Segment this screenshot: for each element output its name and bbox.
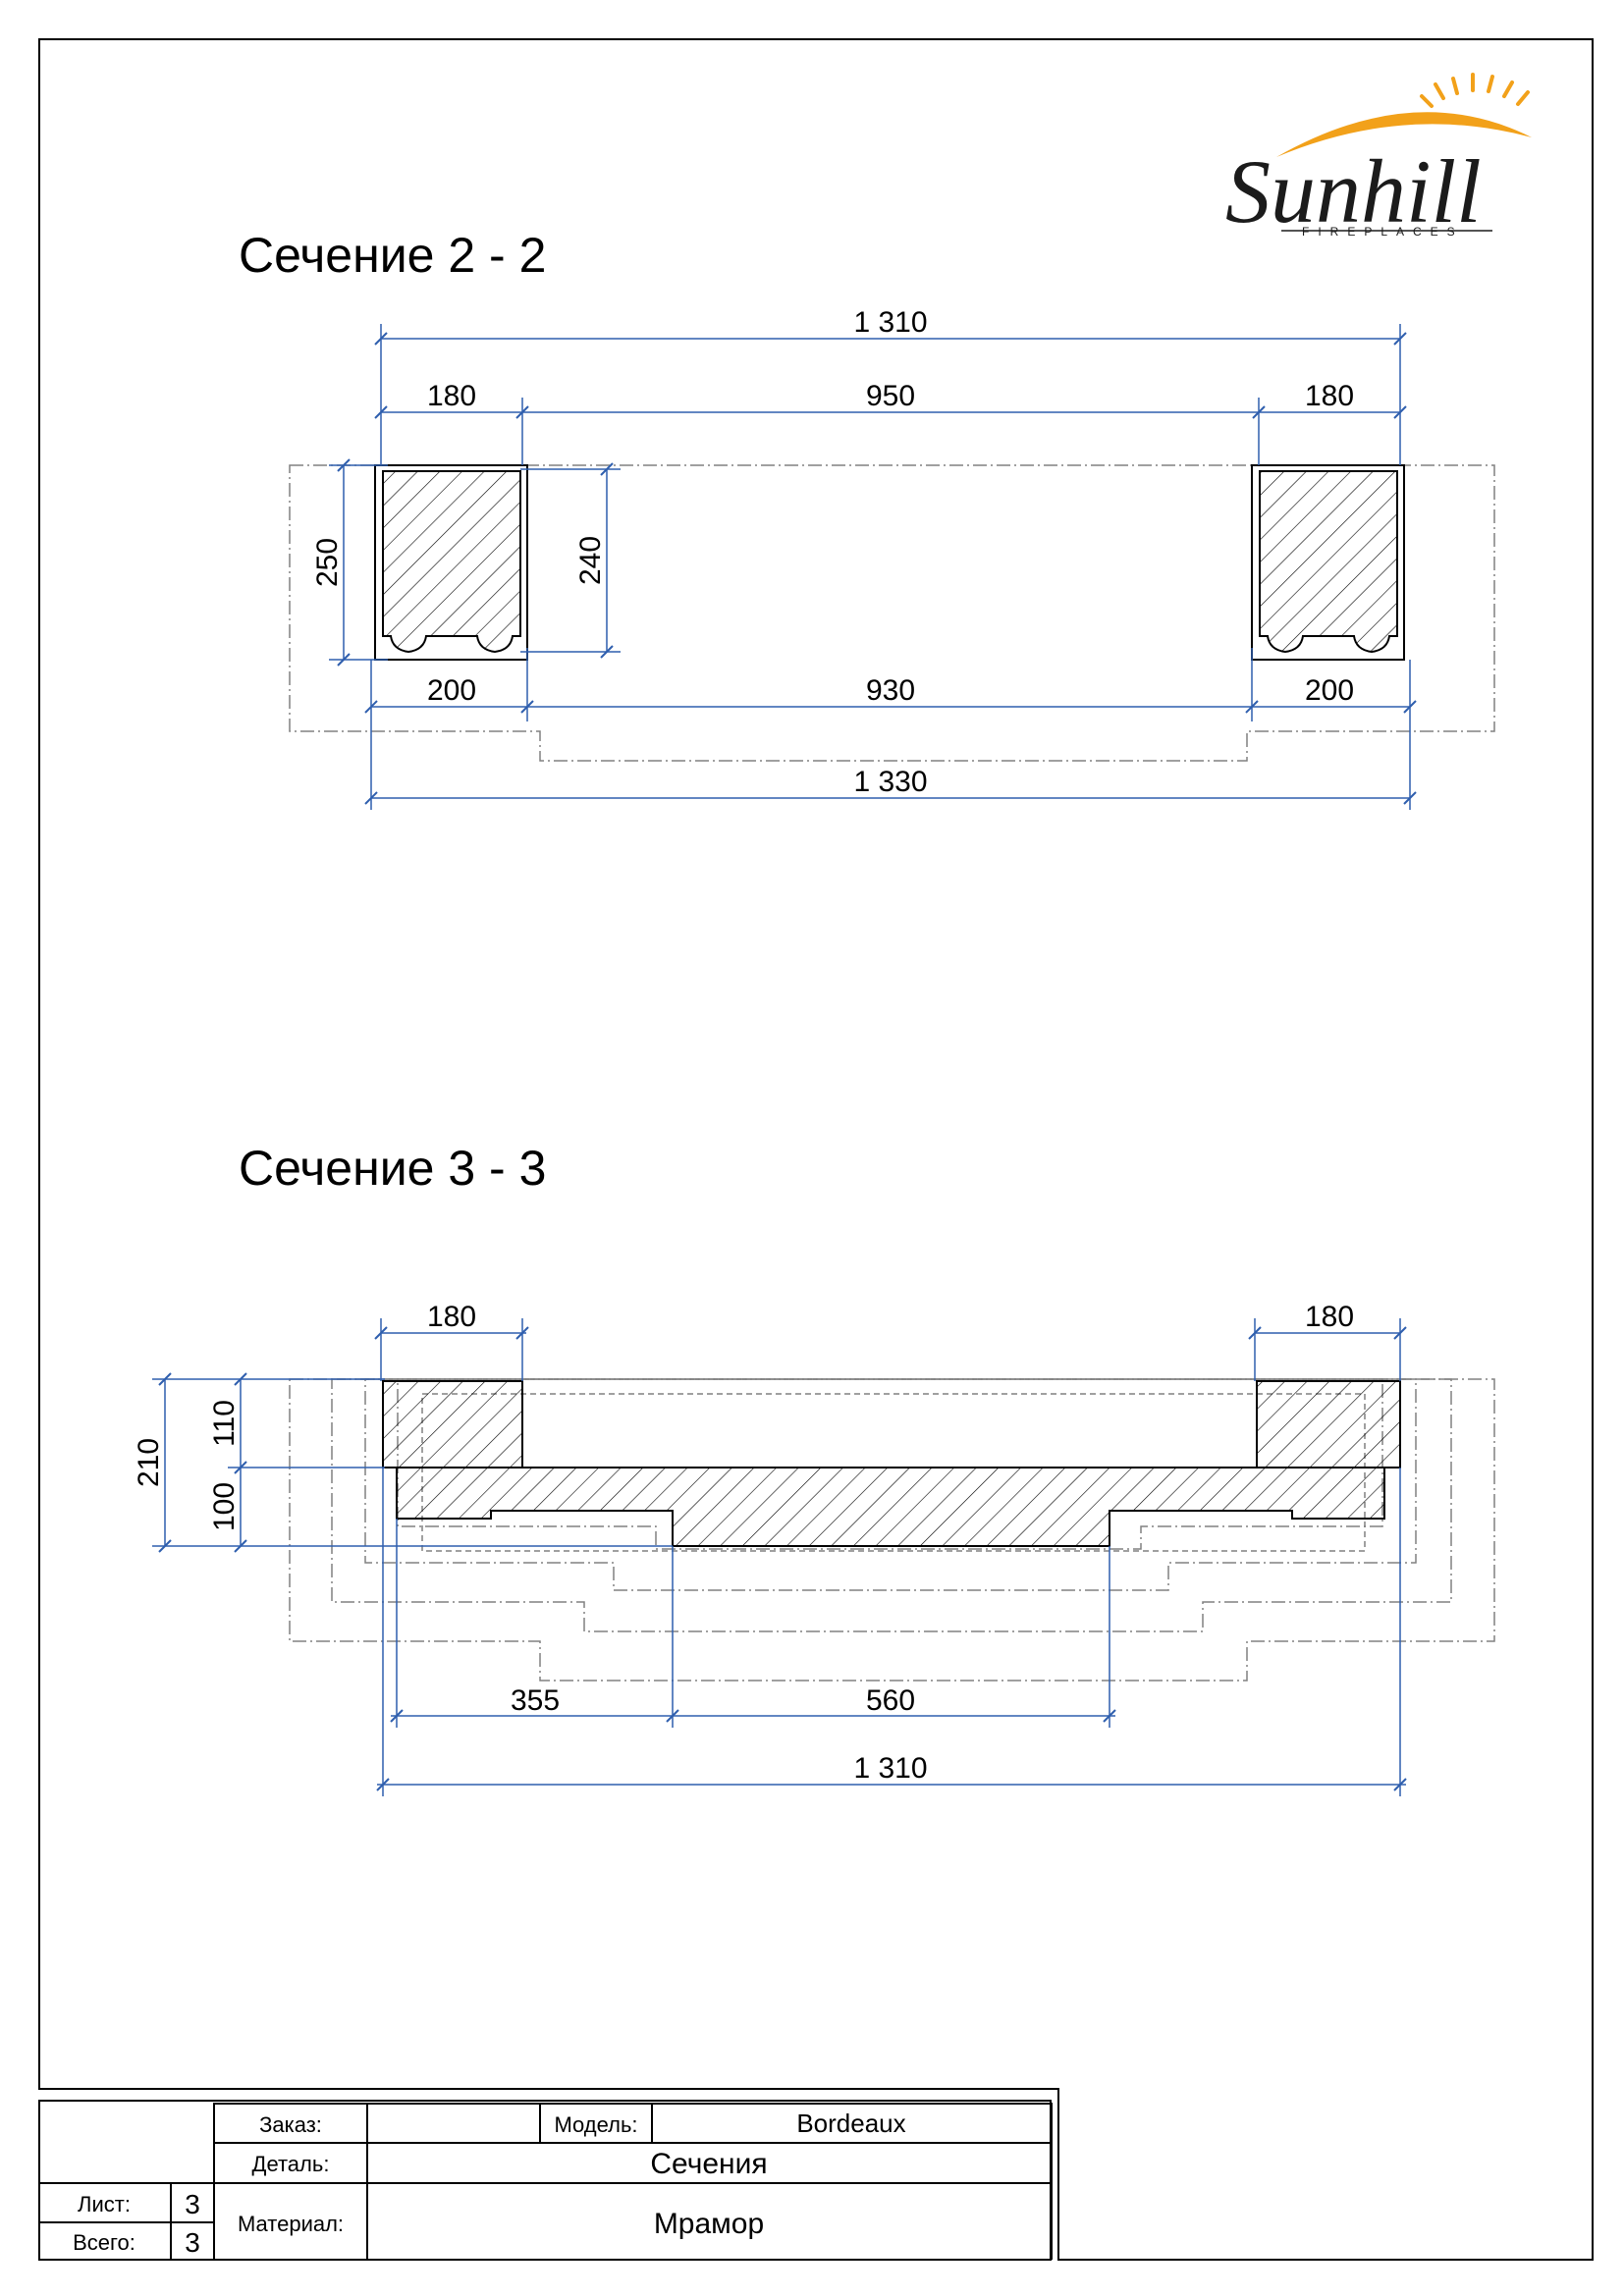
tb-total-value: 3 (185, 2227, 200, 2258)
tb-sheet-value: 3 (185, 2189, 200, 2219)
section2-title: Сечение 3 - 3 (239, 1141, 546, 1196)
s2-dim-right-w: 180 (1305, 1301, 1354, 1333)
title-block (38, 2100, 1053, 2261)
s2-dim-total: 1 310 (853, 1752, 927, 1785)
sunhill-logo: Sunhill FIREPLACES (1225, 73, 1532, 241)
s1-dim-right-w: 180 (1305, 380, 1354, 412)
s1-dim-left-w: 180 (427, 380, 476, 412)
section1-right-profile (1259, 470, 1398, 654)
sun-arc-icon (1276, 112, 1532, 157)
tb-order-label: Заказ: (259, 2112, 322, 2137)
s2-dim-h-total: 210 (133, 1438, 165, 1487)
page-frame (38, 38, 1594, 2261)
section1-title: Сечение 2 - 2 (239, 228, 546, 283)
s2-dim-left-w: 180 (427, 1301, 476, 1333)
s1-dim-bot-mid: 930 (866, 674, 915, 707)
s1-dim-height-outer: 250 (311, 538, 344, 587)
s2-right-top-block (1256, 1380, 1401, 1468)
tb-material-value: Мрамор (654, 2208, 764, 2240)
s2-dim-seg-b: 560 (866, 1684, 915, 1717)
tb-detail-label: Деталь: (252, 2152, 330, 2176)
section2-drawing: 180 180 210 110 100 355 560 1 310 (133, 1301, 1495, 1796)
s1-dim-height-inner: 240 (574, 536, 607, 585)
tb-detail-value: Сечения (650, 2148, 767, 2180)
logo-name: Sunhill (1225, 141, 1482, 241)
tb-model-value: Bordeaux (796, 2109, 905, 2138)
s2-dim-h-top: 110 (208, 1400, 241, 1447)
tb-sheet-label: Лист: (78, 2192, 131, 2216)
section1-left-profile (382, 470, 521, 654)
s1-dim-bot-left: 200 (427, 674, 476, 707)
s2-left-top-block (382, 1380, 523, 1468)
s2-dim-h-bottom: 100 (208, 1482, 241, 1531)
s1-dim-mid-w: 950 (866, 380, 915, 412)
tb-model-label: Модель: (554, 2112, 637, 2137)
logo-sub: FIREPLACES (1302, 225, 1464, 239)
s2-base-slab (396, 1467, 1385, 1547)
s1-dim-bot-total: 1 330 (853, 766, 927, 798)
s2-dim-seg-a: 355 (511, 1684, 560, 1717)
section1-drawing: 1 310 180 950 180 250 240 200 930 200 1 … (289, 306, 1495, 810)
s1-dim-top-total: 1 310 (853, 306, 927, 339)
tb-total-label: Всего: (73, 2230, 135, 2255)
tb-material-label: Материал: (238, 2212, 344, 2236)
s1-dim-bot-right: 200 (1305, 674, 1354, 707)
sun-rays-icon (1420, 73, 1530, 108)
